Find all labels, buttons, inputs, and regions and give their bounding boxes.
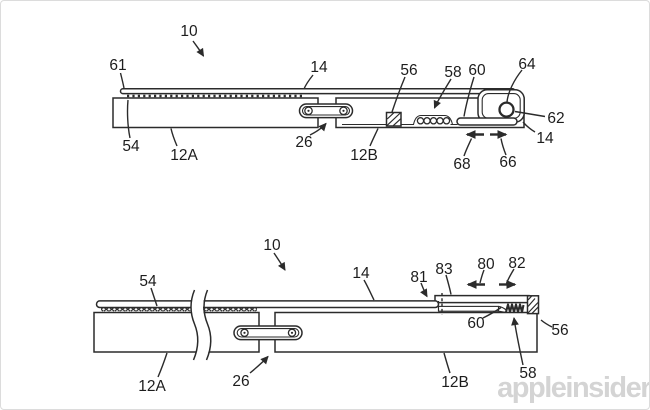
label-58: 58: [519, 365, 536, 382]
anchor-block-56: [385, 111, 402, 127]
label-64: 64: [518, 56, 536, 73]
leader-26: [309, 122, 327, 136]
fastener-xrow: [101, 307, 257, 313]
label-56: 56: [400, 62, 417, 79]
figure-bottom: 10 54 12A 26 12B 14 81 83 80 82 60 58 56: [93, 237, 569, 395]
label-56: 56: [551, 322, 568, 339]
leader-58: [511, 317, 524, 366]
label-10: 10: [180, 23, 198, 40]
leader-12a: [157, 352, 168, 378]
label-81: 81: [410, 269, 427, 286]
display-strip: [119, 88, 516, 95]
break-lines: [190, 287, 212, 363]
hinge-link: [298, 103, 354, 119]
label-12b: 12B: [350, 147, 378, 164]
label-54: 54: [139, 273, 157, 290]
leader-14-left: [303, 74, 314, 90]
figure-top: 10 61 54 12A 14 26 12B 56 58 60 64 62 14…: [109, 23, 564, 173]
label-12a: 12A: [170, 147, 198, 164]
leader-12a: [170, 128, 178, 147]
leader-14: [363, 279, 375, 301]
label-66: 66: [499, 154, 516, 171]
spring-58: [412, 114, 454, 125]
pivot-62: [498, 101, 515, 118]
leader-10: [192, 40, 205, 57]
housing-12b: [274, 311, 538, 353]
leader-60: [482, 306, 502, 319]
slide-plate-60: [456, 117, 518, 126]
leader-61: [119, 72, 125, 89]
spring-58: [504, 303, 525, 314]
label-14: 14: [352, 265, 370, 282]
label-58: 58: [444, 64, 461, 81]
label-68: 68: [453, 156, 470, 173]
housing-12a: [112, 97, 319, 129]
label-14-left: 14: [310, 59, 328, 76]
label-12b: 12B: [441, 374, 469, 391]
label-82: 82: [508, 255, 525, 272]
leader-58: [433, 78, 452, 109]
leader-10: [273, 252, 286, 271]
label-14-right: 14: [536, 130, 554, 147]
label-12a: 12A: [138, 378, 166, 395]
leader-56: [391, 76, 406, 113]
leader-12b: [443, 352, 451, 374]
label-80: 80: [477, 256, 495, 273]
label-26: 26: [295, 134, 312, 151]
leader-26: [249, 355, 269, 374]
leader-12b: [369, 128, 379, 147]
housing-12a: [93, 311, 260, 353]
leader-81: [420, 282, 428, 298]
label-60: 60: [468, 62, 486, 79]
label-26: 26: [232, 373, 249, 390]
leader-54: [126, 99, 131, 139]
leader-62: [514, 110, 546, 118]
leader-66: [500, 138, 507, 156]
leader-56: [540, 319, 553, 328]
label-60: 60: [467, 315, 485, 332]
watermark: appleinsider: [497, 372, 650, 404]
label-62: 62: [547, 110, 564, 127]
leader-60: [463, 76, 475, 117]
extension-strip-83: [434, 294, 530, 304]
anchor-block-56: [526, 295, 540, 315]
label-61: 61: [109, 57, 126, 74]
leader-14-right: [522, 121, 536, 133]
leader-54: [150, 287, 158, 307]
label-10: 10: [263, 237, 281, 254]
slide-plate: [437, 305, 500, 312]
hinge-link: [233, 325, 303, 341]
leader-83: [445, 274, 452, 295]
leader-80: [479, 269, 485, 284]
leader-68: [463, 138, 473, 157]
display-strip: [95, 300, 440, 309]
label-83: 83: [435, 261, 452, 278]
leader-64: [506, 69, 523, 103]
label-54: 54: [122, 138, 140, 155]
